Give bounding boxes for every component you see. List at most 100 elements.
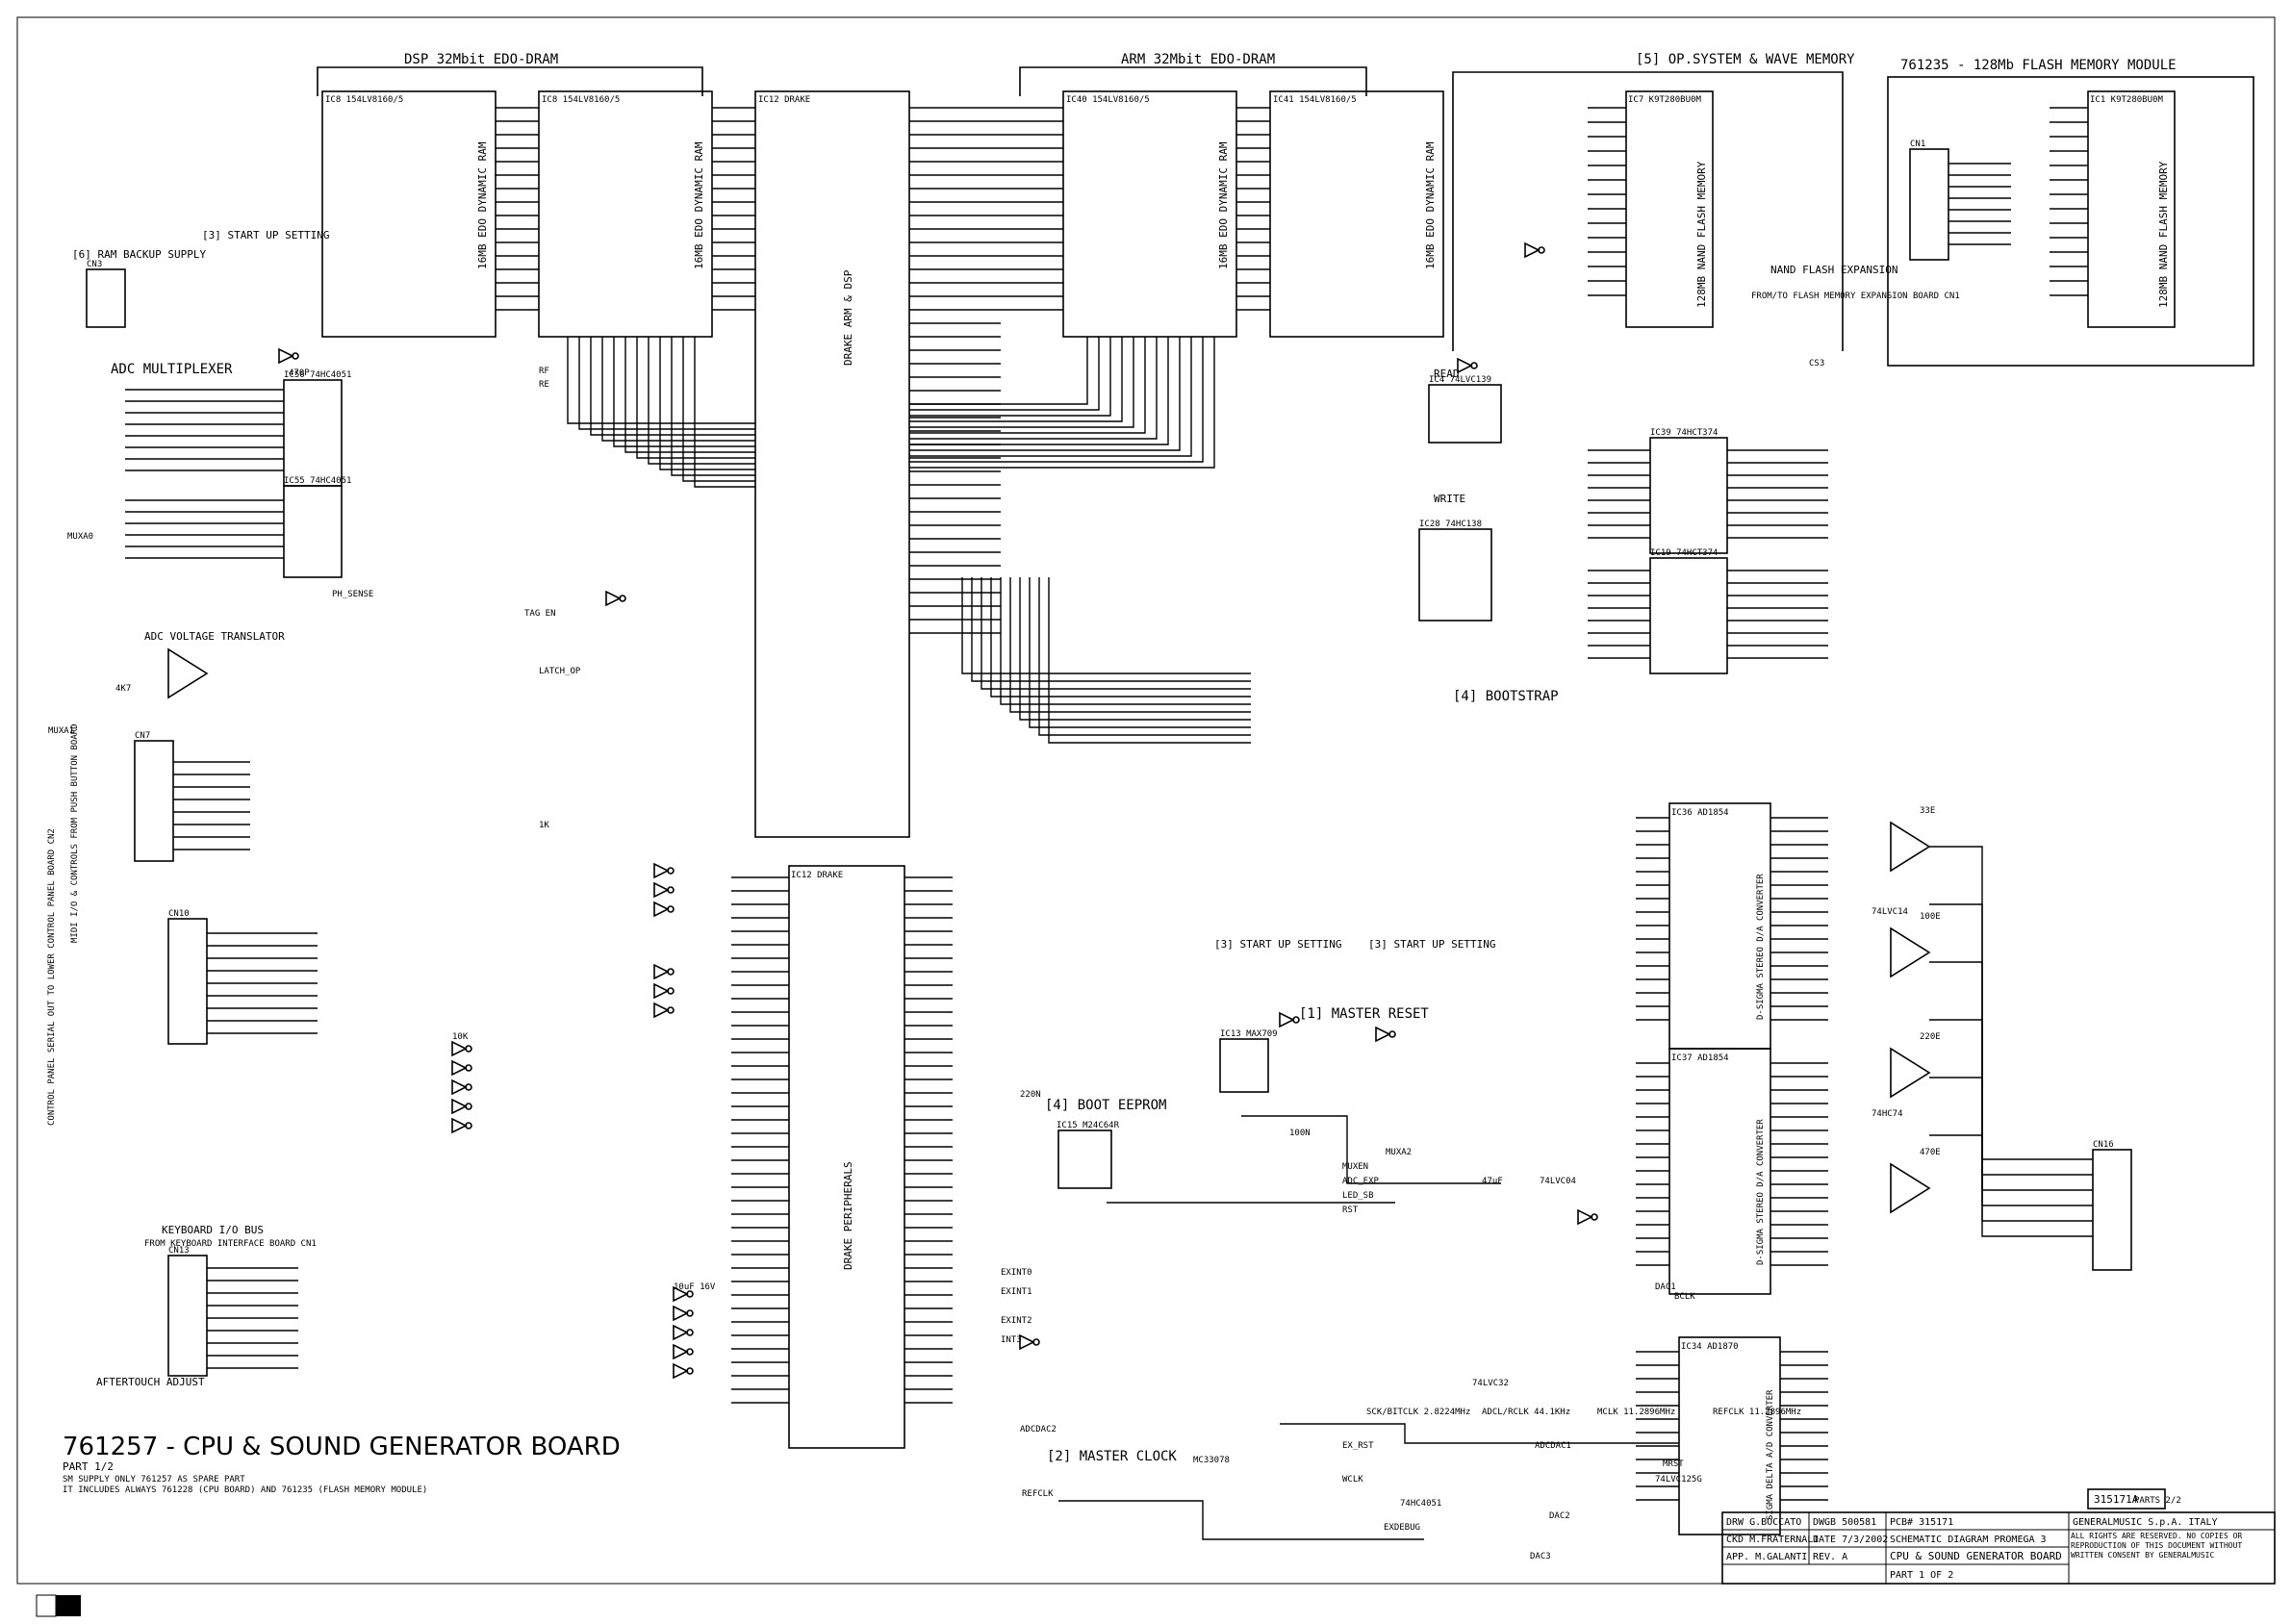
signal-label: EXDEBUG xyxy=(1384,1523,1420,1533)
section-adc-translator: ADC VOLTAGE TRANSLATOR xyxy=(144,630,285,643)
chip-nand-module: IC1 K9T280BU0M 128MB NAND FLASH MEMORY xyxy=(2087,90,2176,328)
svg-text:IC7 K9T280BU0M: IC7 K9T280BU0M xyxy=(1628,95,1701,105)
tb-pcb: PCB# 315171 xyxy=(1890,1517,1953,1528)
signal-label: SCK/BITCLK 2.8224MHz xyxy=(1366,1408,1470,1417)
signal-label: CS3 xyxy=(1809,359,1824,368)
tb-ckd: CKD M.FRATERNALI xyxy=(1726,1535,1819,1545)
signal-label: INT3 xyxy=(1001,1335,1022,1345)
signal-label: LED_SB xyxy=(1342,1191,1374,1201)
title-block: DRW G.BOCCATO DWGB 500581 PCB# 315171 CK… xyxy=(1721,1511,2276,1585)
signal-label: DAC1 xyxy=(1655,1282,1676,1292)
signal-label: MCLK 11.2896MHz xyxy=(1597,1408,1675,1417)
component-value: MC33078 xyxy=(1193,1456,1230,1465)
component-value: 10K xyxy=(452,1032,469,1042)
signal-label: ADC_EXP xyxy=(1342,1177,1380,1186)
svg-text:IC41 154LV8160/5: IC41 154LV8160/5 xyxy=(1273,95,1357,105)
tb-desc-3: PART 1 OF 2 xyxy=(1890,1570,1953,1581)
component-value: 470E xyxy=(1920,1148,1941,1157)
svg-text:128MB NAND FLASH MEMORY: 128MB NAND FLASH MEMORY xyxy=(1695,161,1708,308)
label-midi-side: MIDI I/O & CONTROLS FROM PUSH BUTTON BOA… xyxy=(70,723,80,943)
svg-text:IC1 K9T280BU0M: IC1 K9T280BU0M xyxy=(2090,95,2163,105)
svg-text:IC12 DRAKE: IC12 DRAKE xyxy=(791,871,843,880)
svg-text:CN13: CN13 xyxy=(168,1246,190,1256)
section-arm-dram: ARM 32Mbit EDO-DRAM xyxy=(1121,52,1275,67)
chip-nand-os: IC7 K9T280BU0M 128MB NAND FLASH MEMORY xyxy=(1625,90,1714,328)
component-value: 470P xyxy=(289,368,310,378)
svg-text:CN1: CN1 xyxy=(1910,140,1925,149)
svg-text:IC8 154LV8160/5: IC8 154LV8160/5 xyxy=(542,95,620,105)
section-nand-expansion-sub: FROM/TO FLASH MEMORY EXPANSION BOARD CN1 xyxy=(1751,292,1960,301)
chip-eeprom: IC15 M24C64R xyxy=(1057,1121,1120,1189)
signal-label: MUXA0 xyxy=(67,532,93,542)
component-value: 100E xyxy=(1920,912,1941,922)
chip-read-decoder: IC4 74LVC139 xyxy=(1428,375,1502,444)
signal-label: ADCL/RCLK 44.1KHz xyxy=(1482,1408,1570,1417)
tb-date: DATE 7/3/2002 xyxy=(1813,1535,1888,1545)
board-note-1: SM SUPPLY ONLY 761257 AS SPARE PART xyxy=(63,1475,245,1484)
tb-desc-2: CPU & SOUND GENERATOR BOARD xyxy=(1890,1550,2062,1562)
chip-max709: IC13 MAX709 xyxy=(1219,1029,1278,1093)
chip-arm-dram-1: IC40 154LV8160/5 16MB EDO DYNAMIC RAM xyxy=(1062,90,1237,338)
svg-text:IC34 AD1870: IC34 AD1870 xyxy=(1681,1342,1739,1352)
section-start-up-1: [3] START UP SETTING xyxy=(202,229,329,241)
sheet-border xyxy=(16,16,2276,1585)
svg-text:16MB EDO DYNAMIC RAM: 16MB EDO DYNAMIC RAM xyxy=(476,141,489,269)
signal-label: DAC3 xyxy=(1530,1552,1551,1561)
chip-dsp-dram-2: IC8 154LV8160/5 16MB EDO DYNAMIC RAM xyxy=(538,90,713,338)
component-value: 74LVC32 xyxy=(1472,1379,1509,1388)
chip-latch-2: IC19 74HCT374 xyxy=(1649,548,1728,674)
tb-drw: DRW G.BOCCATO xyxy=(1726,1517,1801,1528)
board-note-2: IT INCLUDES ALWAYS 761228 (CPU BOARD) AN… xyxy=(63,1485,427,1495)
signal-label: PH_SENSE xyxy=(332,590,373,599)
svg-text:16MB EDO DYNAMIC RAM: 16MB EDO DYNAMIC RAM xyxy=(1424,141,1437,269)
chip-drake-peripherals: IC12 DRAKE xyxy=(788,865,905,1449)
svg-text:CN10: CN10 xyxy=(168,909,190,919)
label-write: WRITE xyxy=(1434,493,1465,505)
section-ram-backup: [6] RAM BACKUP SUPPLY xyxy=(72,248,206,261)
section-start-up-3: [3] START UP SETTING xyxy=(1368,938,1495,951)
frame-dsp-dram xyxy=(317,66,703,96)
tb-company: GENERALMUSIC S.p.A. ITALY xyxy=(2073,1517,2218,1528)
frame-flash-module xyxy=(1887,76,2254,367)
section-adc-mux: ADC MULTIPLEXER xyxy=(111,362,233,377)
label-aftertouch: AFTERTOUCH ADJUST xyxy=(96,1376,205,1388)
signal-label: TAG EN xyxy=(524,609,556,619)
signal-label: MUXA1 xyxy=(48,726,74,736)
signal-label: REFCLK xyxy=(1022,1489,1054,1499)
connector-cn13: CN13 xyxy=(167,1246,208,1377)
signal-label: REFCLK 11.2896MHz xyxy=(1713,1408,1801,1417)
svg-text:D-SIGMA STEREO D/A CONVERTER: D-SIGMA STEREO D/A CONVERTER xyxy=(1756,874,1766,1020)
signal-label: MUXEN xyxy=(1342,1162,1368,1172)
svg-text:CN16: CN16 xyxy=(2093,1140,2114,1150)
label-drake-arm-dsp: DRAKE ARM & DSP xyxy=(842,269,854,366)
board-title: 761257 - CPU & SOUND GENERATOR BOARD xyxy=(63,1433,621,1461)
component-value: 4K7 xyxy=(115,684,131,694)
label-keyboard-bus: KEYBOARD I/O BUS xyxy=(162,1224,264,1236)
svg-text:IC40 154LV8160/5: IC40 154LV8160/5 xyxy=(1066,95,1150,105)
svg-text:D-SIGMA STEREO D/A CONVERTER: D-SIGMA STEREO D/A CONVERTER xyxy=(1756,1119,1766,1265)
tb-dwgb: DWGB 500581 xyxy=(1813,1517,1876,1528)
label-drake-peripherals: DRAKE PERIPHERALS xyxy=(842,1161,854,1270)
signal-label: MUXA2 xyxy=(1386,1148,1412,1157)
component-value: 74LVC125G xyxy=(1655,1475,1702,1484)
signal-label: ADCDAC2 xyxy=(1020,1425,1057,1434)
signal-label: DAC2 xyxy=(1549,1511,1570,1521)
tb-desc-1: SCHEMATIC DIAGRAM PROMEGA 3 xyxy=(1890,1535,2047,1545)
opamp-group xyxy=(167,647,1931,1214)
component-value: 220N xyxy=(1020,1090,1041,1100)
signal-label: MRST xyxy=(1663,1459,1684,1469)
part-number: 315171A xyxy=(2094,1493,2139,1506)
connector-cn10: CN10 xyxy=(167,909,208,1045)
wiring xyxy=(125,107,2093,1540)
signal-label: EXINT2 xyxy=(1001,1316,1032,1326)
section-boot-eeprom: [4] BOOT EEPROM xyxy=(1045,1098,1166,1113)
section-master-clock: [2] MASTER CLOCK xyxy=(1047,1449,1177,1464)
signal-label: EXINT0 xyxy=(1001,1268,1032,1278)
svg-text:IC55 74HC4051: IC55 74HC4051 xyxy=(284,476,351,486)
chip-arm-dram-2: IC41 154LV8160/5 16MB EDO DYNAMIC RAM xyxy=(1269,90,1444,338)
chip-dac-2: IC37 AD1854 D-SIGMA STEREO D/A CONVERTER xyxy=(1668,1048,1771,1295)
chip-adc: IC34 AD1870 SIGMA DELTA A/D CONVERTER xyxy=(1678,1336,1781,1535)
logic-gates xyxy=(278,241,1598,1380)
connector-cn16: CN16 xyxy=(2092,1140,2132,1271)
